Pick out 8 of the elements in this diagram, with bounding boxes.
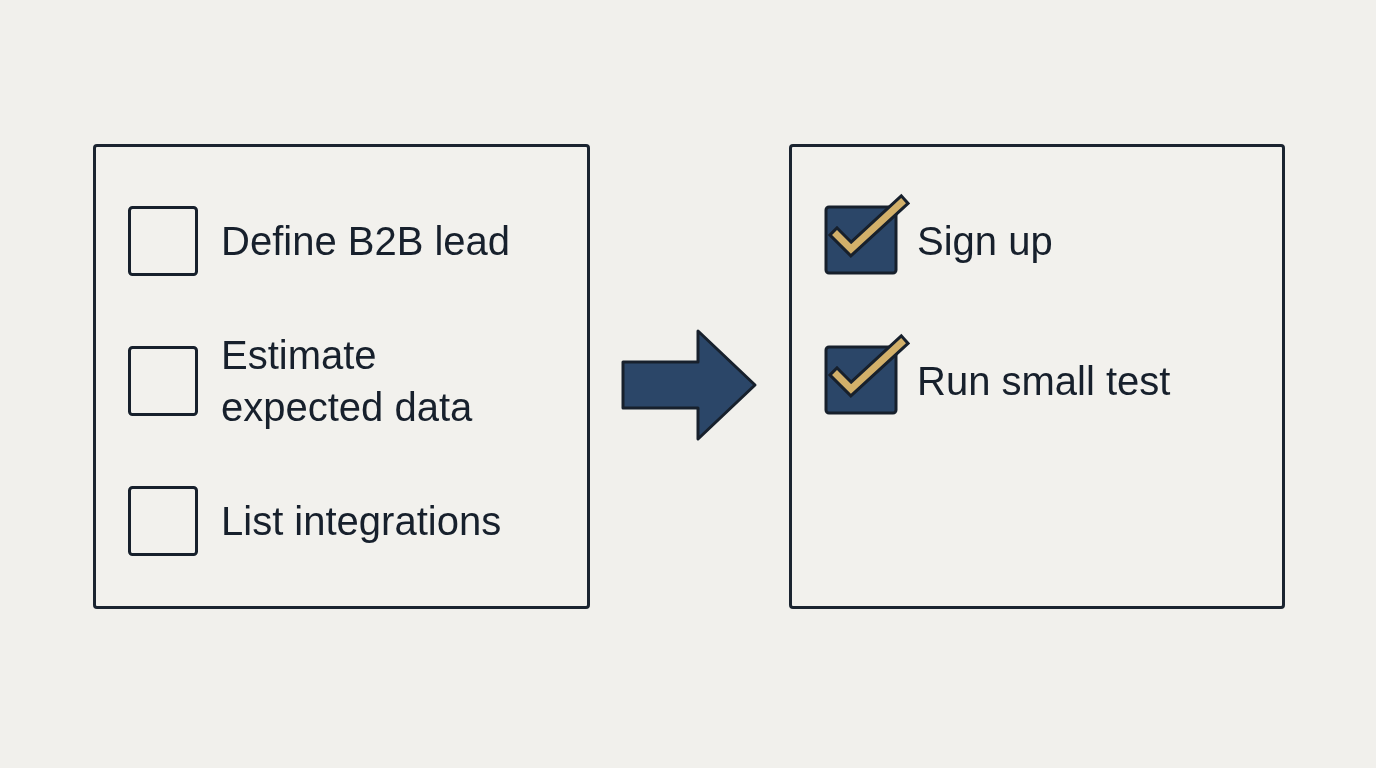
checklist-item-text: Sign up (917, 218, 1053, 265)
checklist-item-text: Estimate expected data (221, 332, 474, 431)
checklist-panel (93, 144, 590, 609)
checklist-item-text: Run small test (917, 358, 1171, 405)
checklist-panel (789, 144, 1285, 609)
checklist-item-text: Define B2B lead (221, 218, 511, 265)
checklist-item-text: List integrations (221, 498, 502, 545)
block-arrow (621, 329, 757, 441)
